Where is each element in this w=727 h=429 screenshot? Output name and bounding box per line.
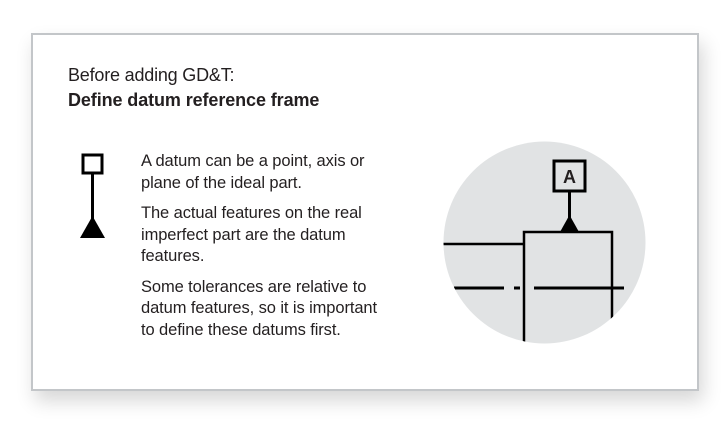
- illustration-background-circle: [443, 141, 646, 344]
- datum-label: A: [563, 167, 576, 187]
- datum-feature-symbol-icon: [80, 153, 105, 238]
- info-card: Before adding GD&T: Define datum referen…: [31, 33, 699, 391]
- paragraph-datum-definition: A datum can be a point, axis or plane of…: [141, 152, 365, 192]
- card-subtitle: Before adding GD&T:: [68, 65, 235, 85]
- paragraph-tolerances: Some tolerances are relative to datum fe…: [141, 277, 377, 339]
- card-title: Define datum reference frame: [68, 90, 320, 110]
- datum-label-flag: A: [552, 159, 587, 232]
- description-text: A datum can be a point, axis or plane of…: [141, 151, 391, 350]
- paragraph-datum-features: The actual features on the real imperfec…: [141, 204, 362, 265]
- datum-illustration: A: [443, 141, 646, 344]
